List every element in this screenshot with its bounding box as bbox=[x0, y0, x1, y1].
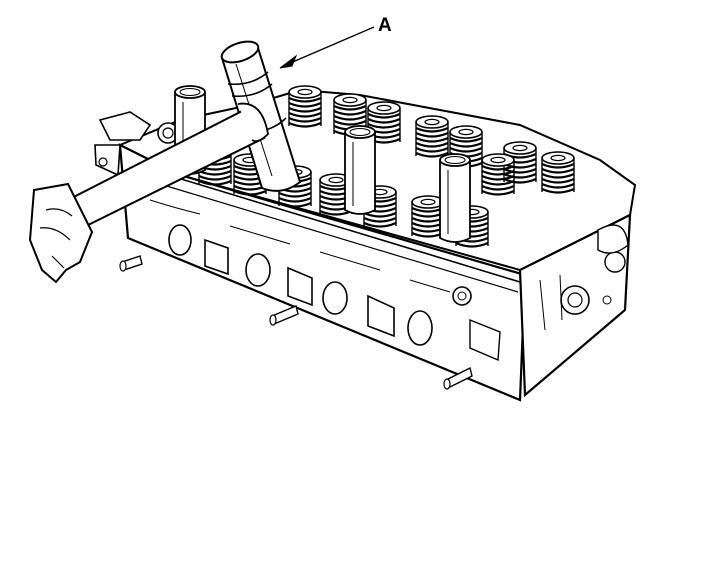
stud-right bbox=[443, 366, 473, 390]
stud-left bbox=[119, 255, 143, 272]
stud-middle bbox=[269, 305, 299, 326]
callout-label-a: A bbox=[378, 15, 392, 36]
callout-a: A bbox=[279, 15, 392, 69]
hand-icon bbox=[28, 182, 94, 284]
